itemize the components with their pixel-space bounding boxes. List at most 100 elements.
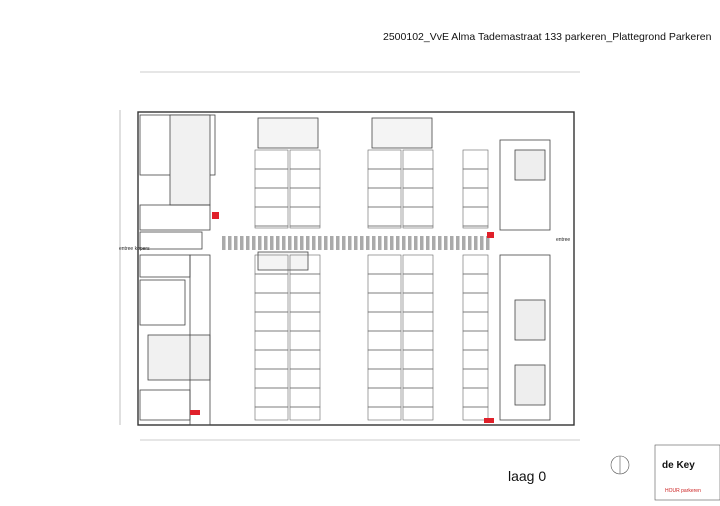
parking-stall	[254, 225, 289, 229]
crosswalk-stripe	[258, 236, 262, 250]
parking-stall	[367, 206, 402, 227]
parking-stall	[402, 387, 434, 408]
crosswalk-stripe	[360, 236, 364, 250]
crosswalk-stripe	[324, 236, 328, 250]
parking-stall	[289, 349, 321, 370]
parking-stall	[367, 149, 402, 170]
parking-stall	[254, 406, 289, 421]
parking-stall	[289, 187, 321, 208]
parking-stall	[289, 206, 321, 227]
parking-stall	[254, 187, 289, 208]
parking-stall	[402, 254, 434, 275]
parking-stall	[367, 273, 402, 294]
crosswalk-stripe	[318, 236, 322, 250]
crosswalk-stripe	[468, 236, 472, 250]
crosswalk-stripe	[408, 236, 412, 250]
parking-stall	[289, 273, 321, 294]
crosswalk-stripe	[372, 236, 376, 250]
parking-stall	[289, 168, 321, 189]
parking-stall	[462, 273, 489, 294]
parking-stall	[367, 254, 402, 275]
crosswalk-stripe	[432, 236, 436, 250]
crosswalk-stripe	[474, 236, 478, 250]
crosswalk-stripe	[414, 236, 418, 250]
parking-stall	[462, 225, 489, 229]
crosswalk-stripe	[342, 236, 346, 250]
parking-stall	[462, 311, 489, 332]
crosswalk-stripe	[288, 236, 292, 250]
crosswalk-stripe	[354, 236, 358, 250]
parking-stall	[402, 225, 434, 229]
parking-stall	[367, 406, 402, 421]
parking-stall	[367, 387, 402, 408]
parking-stall	[254, 292, 289, 313]
crosswalk-stripe	[486, 236, 490, 250]
crosswalk-stripe	[402, 236, 406, 250]
crosswalk-stripe	[456, 236, 460, 250]
parking-stall	[402, 311, 434, 332]
crosswalk-stripe	[348, 236, 352, 250]
parking-stall	[462, 368, 489, 389]
parking-stall	[402, 273, 434, 294]
crosswalk-stripe	[396, 236, 400, 250]
parking-stall	[367, 349, 402, 370]
parking-stall	[254, 387, 289, 408]
entrance-left-label: entree kopers	[119, 246, 150, 252]
crosswalk-stripe	[306, 236, 310, 250]
crosswalk-stripe	[228, 236, 232, 250]
crosswalk-stripe	[294, 236, 298, 250]
parking-stall	[367, 225, 402, 229]
crosswalk-stripe	[444, 236, 448, 250]
parking-stall	[367, 311, 402, 332]
crosswalk-stripe	[252, 236, 256, 250]
parking-stall	[254, 273, 289, 294]
crosswalk-stripe	[264, 236, 268, 250]
parking-stall	[254, 311, 289, 332]
parking-stall	[402, 206, 434, 227]
crosswalk-stripe	[276, 236, 280, 250]
parking-stall	[462, 387, 489, 408]
crosswalk-stripe	[462, 236, 466, 250]
crosswalk-stripe	[240, 236, 244, 250]
parking-stall	[289, 225, 321, 229]
parking-stall	[402, 349, 434, 370]
parking-stall	[462, 206, 489, 227]
parking-stall	[254, 168, 289, 189]
parking-stall	[289, 311, 321, 332]
entrance-right-label: entree	[556, 237, 571, 243]
parking-stall	[254, 206, 289, 227]
parking-stall	[367, 292, 402, 313]
parking-stall	[367, 168, 402, 189]
crosswalk-stripe	[438, 236, 442, 250]
parking-stall	[462, 349, 489, 370]
parking-stall	[402, 149, 434, 170]
crosswalk-stripe	[384, 236, 388, 250]
parking-stall	[462, 254, 489, 275]
parking-stall	[254, 330, 289, 351]
document-title: 2500102_VvE Alma Tademastraat 133 parker…	[383, 31, 712, 43]
parking-stall	[254, 349, 289, 370]
parking-stall	[289, 149, 321, 170]
parking-stall	[367, 330, 402, 351]
parking-stall	[402, 168, 434, 189]
parking-stall	[462, 187, 489, 208]
parking-stall	[289, 330, 321, 351]
crosswalk-stripe	[330, 236, 334, 250]
crosswalk-stripe	[390, 236, 394, 250]
crosswalk-stripe	[450, 236, 454, 250]
parking-stall	[367, 368, 402, 389]
crosswalk-stripe	[270, 236, 274, 250]
partner-logo: HOUR parkeren	[665, 488, 701, 494]
crosswalk-stripe	[378, 236, 382, 250]
crosswalk-stripe	[312, 236, 316, 250]
crosswalk-stripe	[480, 236, 484, 250]
parking-stall	[289, 387, 321, 408]
building-outline	[137, 111, 575, 426]
parking-stall	[462, 406, 489, 421]
crosswalk-stripe	[234, 236, 238, 250]
parking-stall	[402, 406, 434, 421]
crosswalk-stripe	[420, 236, 424, 250]
parking-stall	[254, 368, 289, 389]
crosswalk-stripe	[300, 236, 304, 250]
parking-stall	[462, 330, 489, 351]
